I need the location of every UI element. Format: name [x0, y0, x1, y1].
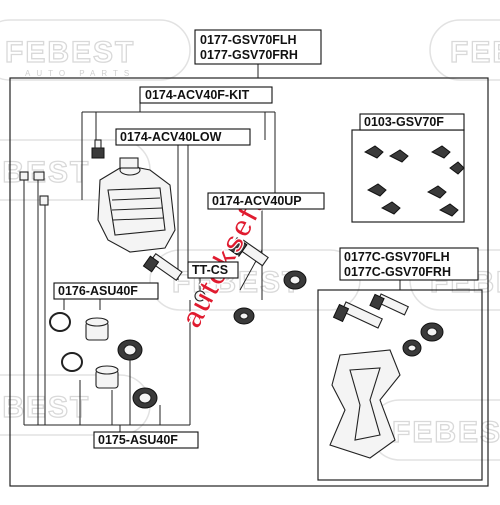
leader-lines [23, 64, 401, 432]
rubber-boot-icon [283, 270, 307, 290]
label-ttcs: TT-CS [187, 261, 239, 279]
seal-ring-icon [49, 312, 83, 372]
rubber-boot-icon [402, 322, 444, 357]
label-ttcs-text: TT-CS [192, 263, 228, 277]
label-bracket-line-2: 0177C-GSV70FRH [344, 265, 451, 279]
label-bracket: 0177C-GSV70FLH 0177C-GSV70FRH [339, 247, 479, 281]
label-low-text: 0174-ACV40LOW [120, 130, 222, 144]
rubber-boot-icon [233, 307, 255, 325]
bleeder-screw-small-icon [19, 171, 49, 206]
watermark-badge-top-right: FEBEST [429, 19, 500, 81]
label-top-part-line-1: 0177-GSV70FLH [200, 33, 297, 47]
watermark-brand-text: FEBEST [0, 156, 90, 189]
main-frame [9, 77, 489, 487]
guide-pin-icon [228, 237, 269, 267]
rubber-boot-icon [117, 339, 158, 409]
spring-clip-icon [363, 145, 465, 217]
label-low: 0174-ACV40LOW [115, 128, 251, 146]
label-top-part-line-2: 0177-GSV70FRH [200, 48, 298, 62]
label-seals: 0175-ASU40F [93, 431, 199, 449]
watermark-brand-text: FEBEST [5, 36, 135, 69]
label-top-part: 0177-GSV70FLH 0177-GSV70FRH [194, 29, 322, 65]
piston-icon [85, 317, 119, 389]
watermark-brand-text: FEBEST [392, 416, 500, 449]
label-clips-text: 0103-GSV70F [364, 115, 444, 129]
label-clips: 0103-GSV70F [359, 113, 465, 131]
watermark-badge-bottom-left: FEBEST [0, 374, 151, 436]
bleeder-screw-icon [91, 139, 105, 159]
label-up: 0174-ACV40UP [207, 192, 325, 210]
label-up-text: 0174-ACV40UP [212, 194, 302, 208]
label-seals-text: 0175-ASU40F [98, 433, 178, 447]
label-kit: 0174-ACV40F-KIT [139, 86, 273, 104]
brake-caliper-icon [97, 157, 176, 253]
label-bracket-line-1: 0177C-GSV70FLH [344, 250, 450, 264]
label-pistons: 0176-ASU40F [53, 282, 159, 300]
label-kit-text: 0174-ACV40F-KIT [145, 88, 250, 102]
guide-pin-icon [142, 252, 183, 282]
ttcs-cap-icon [194, 290, 206, 302]
label-pistons-text: 0176-ASU40F [58, 284, 138, 298]
caliper-bracket-icon [329, 349, 401, 459]
watermark-subtitle-text: AUTO PARTS [25, 69, 135, 78]
watermark-badge-top-left: FEBEST AUTO PARTS [0, 19, 191, 81]
guide-pin-icon [332, 293, 410, 329]
watermark-brand-text: FEBEST [450, 36, 500, 69]
